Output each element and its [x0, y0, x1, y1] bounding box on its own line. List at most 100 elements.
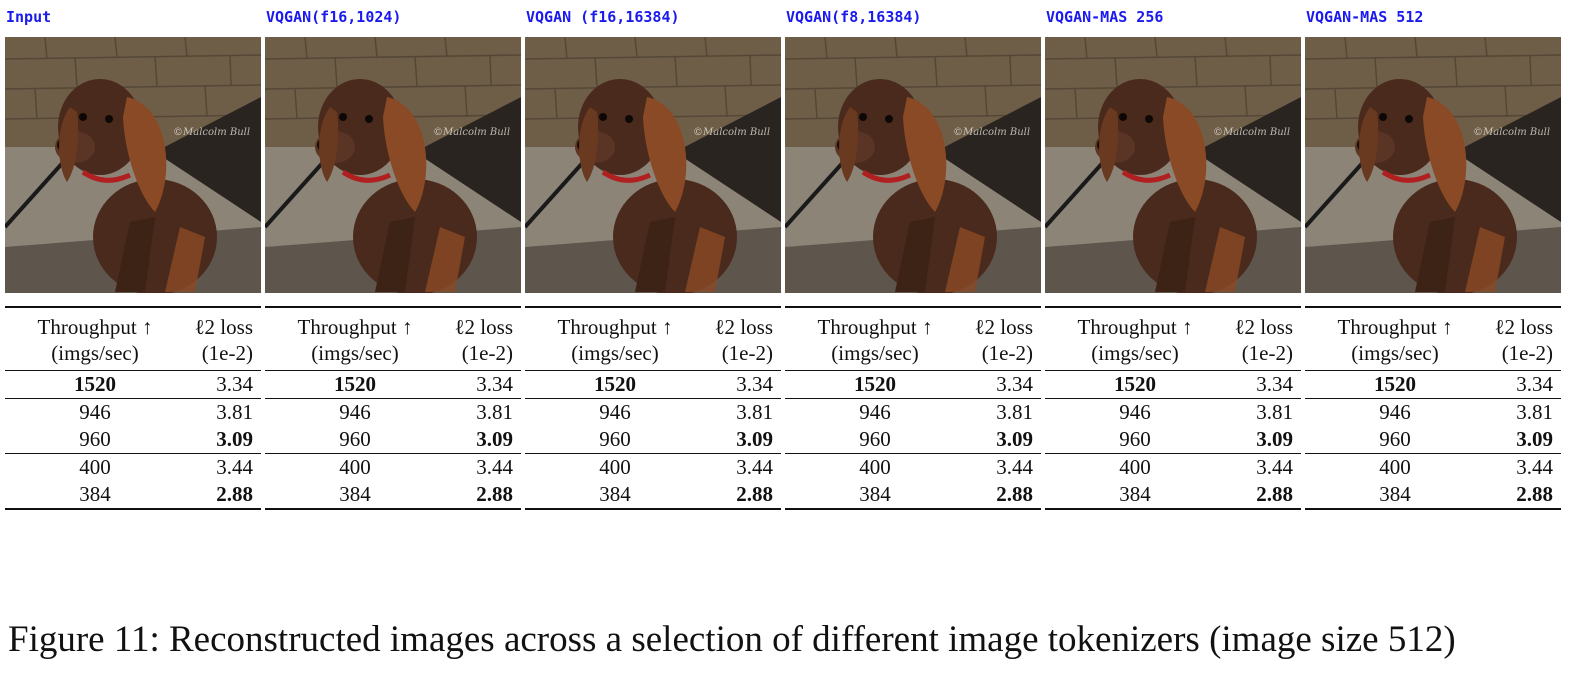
loss-header-line1: ℓ2 loss	[1234, 315, 1294, 339]
loss-header: ℓ2 loss (1e-2)	[705, 307, 781, 371]
loss-header: ℓ2 loss (1e-2)	[965, 307, 1041, 371]
throughput-loss-table: Throughput ↑ (imgs/sec) ℓ2 loss (1e-2) 1…	[5, 306, 261, 510]
throughput-cell: 1520	[1045, 370, 1225, 399]
panel-label: VQGAN-MAS 256	[1046, 8, 1164, 26]
throughput-cell: 946	[525, 398, 705, 426]
throughput-cell: 960	[79, 427, 111, 451]
throughput-cell: 946	[5, 398, 185, 426]
throughput-cell: 1520	[1305, 370, 1485, 399]
loss-header-line1: ℓ2 loss	[974, 315, 1034, 339]
throughput-cell: 400	[5, 453, 185, 481]
reconstructed-dog-image: ©Malcolm Bull	[785, 37, 1041, 293]
loss-header-line2: (1e-2)	[1241, 341, 1293, 365]
panel-label: Input	[6, 8, 52, 26]
loss-cell: 3.09	[476, 427, 513, 451]
throughput-cell: 1520	[5, 370, 185, 399]
throughput-cell: 1520	[785, 370, 965, 399]
loss-cell: 3.44	[185, 453, 261, 481]
loss-cell: 3.44	[1225, 453, 1301, 481]
panel-label: VQGAN (f16,16384)	[526, 8, 680, 26]
loss-cell: 2.88	[1485, 481, 1561, 510]
throughput-cell: 384	[1045, 481, 1225, 510]
throughput-header-line1: Throughput ↑	[1077, 315, 1193, 339]
photo-watermark: ©Malcolm Bull	[693, 127, 771, 138]
throughput-header-line2: (imgs/sec)	[571, 341, 659, 365]
loss-cell: 3.44	[445, 453, 521, 481]
reconstructed-dog-image: ©Malcolm Bull	[525, 37, 781, 293]
throughput-header-line2: (imgs/sec)	[311, 341, 399, 365]
loss-header-line1: ℓ2 loss	[454, 315, 514, 339]
throughput-cell: 946	[785, 398, 965, 426]
panel-label: VQGAN-MAS 512	[1306, 8, 1424, 26]
loss-cell: 3.81	[965, 398, 1041, 426]
throughput-header: Throughput ↑ (imgs/sec)	[785, 307, 965, 371]
loss-cell: 3.09	[1256, 427, 1293, 451]
throughput-cell: 946	[265, 398, 445, 426]
throughput-cell: 384	[265, 481, 445, 510]
loss-cell: 3.09	[1516, 427, 1553, 451]
tokenizer-panel-2: VQGAN(f16,1024)	[265, 0, 521, 560]
loss-header-line2: (1e-2)	[1501, 341, 1553, 365]
throughput-header-line2: (imgs/sec)	[51, 341, 139, 365]
loss-cell: 3.09	[996, 427, 1033, 451]
photo-watermark: ©Malcolm Bull	[1473, 127, 1551, 138]
loss-header-line2: (1e-2)	[981, 341, 1033, 365]
throughput-header-line1: Throughput ↑	[817, 315, 933, 339]
loss-cell: 3.44	[705, 453, 781, 481]
throughput-cell: 960	[859, 427, 891, 451]
throughput-loss-table: Throughput ↑ (imgs/sec) ℓ2 loss (1e-2) 1…	[785, 306, 1041, 510]
panel-label: VQGAN(f8,16384)	[786, 8, 922, 26]
throughput-cell: 384	[785, 481, 965, 510]
throughput-cell: 400	[265, 453, 445, 481]
loss-header-line1: ℓ2 loss	[1494, 315, 1554, 339]
throughput-cell: 960	[1119, 427, 1151, 451]
loss-cell: 3.81	[705, 398, 781, 426]
loss-cell: 3.34	[1225, 370, 1301, 399]
throughput-header: Throughput ↑ (imgs/sec)	[1305, 307, 1485, 371]
photo-watermark: ©Malcolm Bull	[433, 127, 511, 138]
throughput-header-line2: (imgs/sec)	[831, 341, 919, 365]
throughput-header-line1: Throughput ↑	[297, 315, 413, 339]
loss-cell: 3.81	[445, 398, 521, 426]
throughput-header: Throughput ↑ (imgs/sec)	[1045, 307, 1225, 371]
throughput-header-line1: Throughput ↑	[557, 315, 673, 339]
loss-cell: 3.81	[1225, 398, 1301, 426]
throughput-header-line2: (imgs/sec)	[1091, 341, 1179, 365]
tokenizer-panel-4: VQGAN(f8,16384)	[785, 0, 1041, 560]
throughput-cell: 400	[785, 453, 965, 481]
throughput-cell: 960	[599, 427, 631, 451]
loss-cell: 3.34	[185, 370, 261, 399]
throughput-cell: 384	[525, 481, 705, 510]
loss-cell: 3.81	[1485, 398, 1561, 426]
throughput-cell: 400	[1045, 453, 1225, 481]
panel-label: VQGAN(f16,1024)	[266, 8, 402, 26]
tokenizer-panel-5: VQGAN-MAS 256	[1045, 0, 1301, 560]
throughput-cell: 384	[1305, 481, 1485, 510]
loss-header: ℓ2 loss (1e-2)	[445, 307, 521, 371]
loss-header-line1: ℓ2 loss	[194, 315, 254, 339]
loss-cell: 3.34	[705, 370, 781, 399]
table-row: 960 3.09	[1045, 426, 1301, 454]
loss-cell: 3.09	[216, 427, 253, 451]
throughput-loss-table: Throughput ↑ (imgs/sec) ℓ2 loss (1e-2) 1…	[265, 306, 521, 510]
loss-header-line2: (1e-2)	[461, 341, 513, 365]
throughput-cell: 384	[5, 481, 185, 510]
